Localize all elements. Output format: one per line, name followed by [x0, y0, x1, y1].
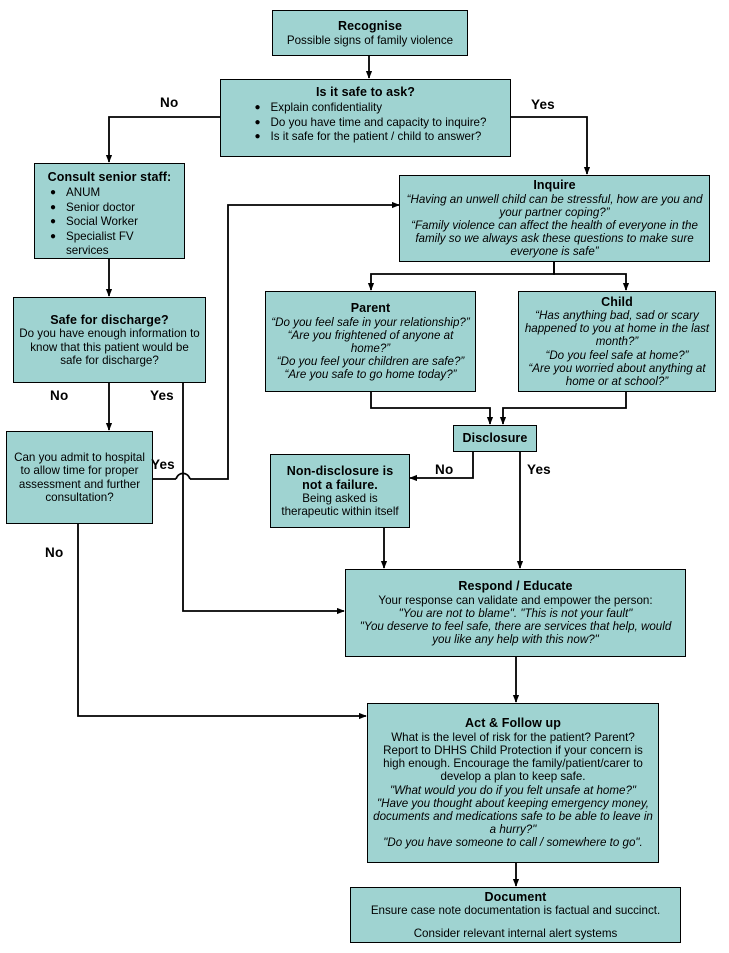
node-act-line5: "Do you have someone to call / somewhere… — [383, 836, 643, 850]
edge-label-admit-no: No — [45, 545, 64, 560]
node-parent-title: Parent — [350, 301, 391, 316]
node-child[interactable]: Child “Has anything bad, sad or scary ha… — [518, 291, 716, 392]
node-inquire-title: Inquire — [533, 178, 576, 193]
node-respond-educate[interactable]: Respond / Educate Your response can vali… — [345, 569, 686, 657]
node-child-line1: “Has anything bad, sad or scary happened… — [524, 309, 710, 349]
node-safe-discharge-title: Safe for discharge? — [50, 313, 169, 328]
edge-safe-to-ask-yes — [511, 116, 591, 175]
node-respond-line2: "You are not to blame". "This is not you… — [398, 606, 633, 620]
node-recognise-title: Recognise — [337, 19, 403, 34]
bullet-dot: ● — [49, 216, 57, 228]
node-non-disclosure-title-line2: not a failure. — [302, 477, 378, 492]
edge-inquire-to-parent — [367, 262, 555, 291]
node-respond-line1: Your response can validate and empower t… — [378, 593, 653, 607]
node-non-disclosure-title-line1: Non-disclosure is — [286, 463, 394, 478]
edge-admit-no — [77, 524, 367, 720]
node-disclosure-title: Disclosure — [462, 431, 528, 446]
edge-child-to-disclosure — [499, 392, 627, 425]
node-inquire[interactable]: Inquire “Having an unwell child can be s… — [399, 175, 710, 262]
edge-label-discharge-yes: Yes — [150, 388, 174, 403]
node-act-line1: What is the level of risk for the patien… — [391, 730, 635, 744]
bullet-item: ●Do you have time and capacity to inquir… — [245, 116, 487, 131]
node-parent[interactable]: Parent “Do you feel safe in your relatio… — [265, 291, 476, 392]
edge-admit-yes-hop — [175, 472, 191, 480]
node-non-disclosure[interactable]: Non-disclosure is not a failure. Being a… — [270, 454, 410, 528]
bullet-item: ●Social Worker — [40, 215, 179, 230]
node-parent-line2: “Are you frightened of anyone at home?” — [287, 328, 454, 356]
node-act-line2: Report to DHHS Child Protection if your … — [383, 743, 643, 784]
node-disclosure[interactable]: Disclosure — [453, 425, 537, 452]
bullet-dot: ● — [49, 201, 57, 213]
node-document-line1: Ensure case note documentation is factua… — [370, 903, 661, 917]
edge-label-admit-yes: Yes — [151, 457, 175, 472]
node-recognise[interactable]: Recognise Possible signs of family viole… — [272, 10, 468, 56]
node-parent-line3: “Do you feel your children are safe?” — [276, 355, 465, 369]
node-non-disclosure-line1: Being asked is therapeutic within itself — [281, 492, 399, 519]
bullet-item: ●Senior doctor — [40, 201, 179, 216]
edge-label-disclosure-no: No — [435, 462, 454, 477]
bullet-dot: ● — [254, 131, 261, 143]
edge-label-disclosure-yes: Yes — [527, 462, 551, 477]
bullet-dot: ● — [49, 187, 57, 199]
bullet-item: ●Is it safe for the patient / child to a… — [245, 130, 487, 145]
edge-label-safe-to-ask-yes: Yes — [531, 97, 555, 112]
node-inquire-line2: “Family violence can affect the health o… — [411, 219, 698, 259]
edge-label-safe-to-ask-no: No — [160, 95, 179, 110]
bullet-dot: ● — [254, 102, 261, 114]
node-parent-line1: “Do you feel safe in your relationship?” — [271, 315, 470, 329]
node-consult-title: Consult senior staff: — [47, 170, 172, 184]
edge-parent-to-disclosure — [370, 392, 494, 425]
node-consult-bullets: ●ANUM ●Senior doctor ●Social Worker ●Spe… — [40, 186, 179, 257]
node-document-line2: Consider relevant internal alert systems — [413, 927, 618, 941]
node-respond-line3: "You deserve to feel safe, there are ser… — [359, 620, 672, 647]
node-inquire-line1: “Having an unwell child can be stressful… — [406, 192, 703, 219]
node-recognise-line1: Possible signs of family violence — [286, 33, 454, 47]
edge-inquire-to-child — [553, 262, 630, 291]
node-safe-to-ask-title: Is it safe to ask? — [315, 85, 416, 99]
node-safe-to-ask-bullets: ●Explain confidentiality ●Do you have ti… — [245, 101, 487, 145]
bullet-dot: ● — [49, 230, 57, 242]
node-child-line2: “Do you feel safe at home?” — [545, 348, 689, 362]
node-admit-line1: Can you admit to hospital to allow time … — [14, 451, 145, 504]
node-safe-discharge-line1: Do you have enough information to know t… — [19, 327, 200, 367]
node-safe-to-ask[interactable]: Is it safe to ask? ●Explain confidential… — [220, 79, 511, 157]
node-parent-line4: “Are you safe to go home today?” — [284, 368, 457, 382]
bullet-dot: ● — [254, 116, 261, 128]
node-consult-senior-staff[interactable]: Consult senior staff: ●ANUM ●Senior doct… — [34, 163, 185, 259]
bullet-item: ●Specialist FV services — [40, 230, 179, 258]
node-act-follow-up[interactable]: Act & Follow up What is the level of ris… — [367, 703, 659, 863]
node-act-line3: "What would you do if you felt unsafe at… — [389, 783, 637, 797]
edge-safe-to-ask-no — [105, 116, 220, 163]
edge-label-discharge-no: No — [50, 388, 69, 403]
bullet-item: ●Explain confidentiality — [245, 101, 487, 116]
node-document[interactable]: Document Ensure case note documentation … — [350, 887, 681, 943]
node-child-line3: “Are you worried about anything at home … — [528, 361, 706, 389]
node-act-line4: "Have you thought about keeping emergenc… — [373, 796, 653, 837]
node-document-title: Document — [484, 889, 547, 904]
node-child-title: Child — [601, 294, 633, 309]
bullet-item: ●ANUM — [40, 186, 179, 201]
node-respond-title: Respond / Educate — [458, 579, 573, 594]
node-act-title: Act & Follow up — [465, 716, 561, 731]
node-can-you-admit[interactable]: Can you admit to hospital to allow time … — [6, 431, 153, 524]
node-safe-for-discharge[interactable]: Safe for discharge? Do you have enough i… — [13, 297, 206, 383]
